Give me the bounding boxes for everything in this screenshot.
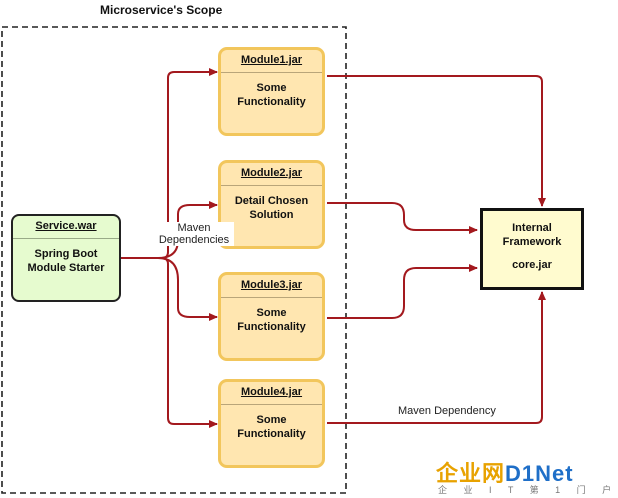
module3-node: Module3.jar Some Functionality (218, 272, 325, 361)
framework-title-line-2: Framework (502, 236, 562, 248)
service-body-line-1: Spring Boot (34, 248, 98, 260)
arrow-module1-to-framework (327, 75, 546, 207)
module1-name: Module1.jar (240, 54, 303, 66)
module3-name: Module3.jar (240, 279, 303, 291)
maven-dependency-label: Maven Dependency (398, 405, 496, 417)
module2-name: Module2.jar (240, 167, 303, 179)
watermark-main-text: 企业网D1Net (436, 461, 574, 486)
module4-body-line-2: Functionality (237, 428, 306, 440)
internal-framework-node: Internal Framework core.jar (480, 208, 584, 290)
service-divider (13, 238, 119, 239)
module4-name: Module4.jar (240, 386, 303, 398)
maven-dependencies-label: Maven Dependencies (154, 222, 234, 246)
scope-title: Microservice's Scope (100, 3, 223, 17)
module2-node: Module2.jar Detail Chosen Solution (218, 160, 325, 249)
arrow-module2-to-framework (327, 202, 478, 234)
framework-title-line-1: Internal (512, 222, 552, 234)
maven-dependencies-line-2: Dependencies (158, 234, 230, 246)
module1-body-line-1: Some (256, 82, 287, 94)
module2-divider (221, 185, 322, 186)
arrow-module4-to-framework (327, 291, 546, 424)
module3-body-line-1: Some (256, 307, 287, 319)
framework-file: core.jar (512, 259, 552, 271)
maven-dependencies-line-1: Maven (177, 222, 211, 234)
microservice-scope-boundary (1, 26, 347, 494)
module3-divider (221, 297, 322, 298)
module1-node: Module1.jar Some Functionality (218, 47, 325, 136)
module1-body-line-2: Functionality (237, 96, 306, 108)
arrow-service-to-module4 (121, 257, 218, 428)
watermark-sub-text: 企 业 I T 第 1 门 户 (438, 485, 618, 495)
module2-body-line-1: Detail Chosen (234, 195, 309, 207)
module3-body-line-2: Functionality (237, 321, 306, 333)
module2-body-line-2: Solution (249, 209, 294, 221)
module4-node: Module4.jar Some Functionality (218, 379, 325, 468)
arrow-module3-to-framework (327, 264, 478, 319)
module4-divider (221, 404, 322, 405)
watermark-logo: 企业网D1Net 企 业 I T 第 1 门 户 (436, 456, 611, 496)
module1-divider (221, 72, 322, 73)
module4-body-line-1: Some (256, 414, 287, 426)
service-war-node: Service.war Spring Boot Module Starter (11, 214, 121, 302)
service-name: Service.war (35, 220, 97, 232)
service-body-line-2: Module Starter (27, 262, 105, 274)
